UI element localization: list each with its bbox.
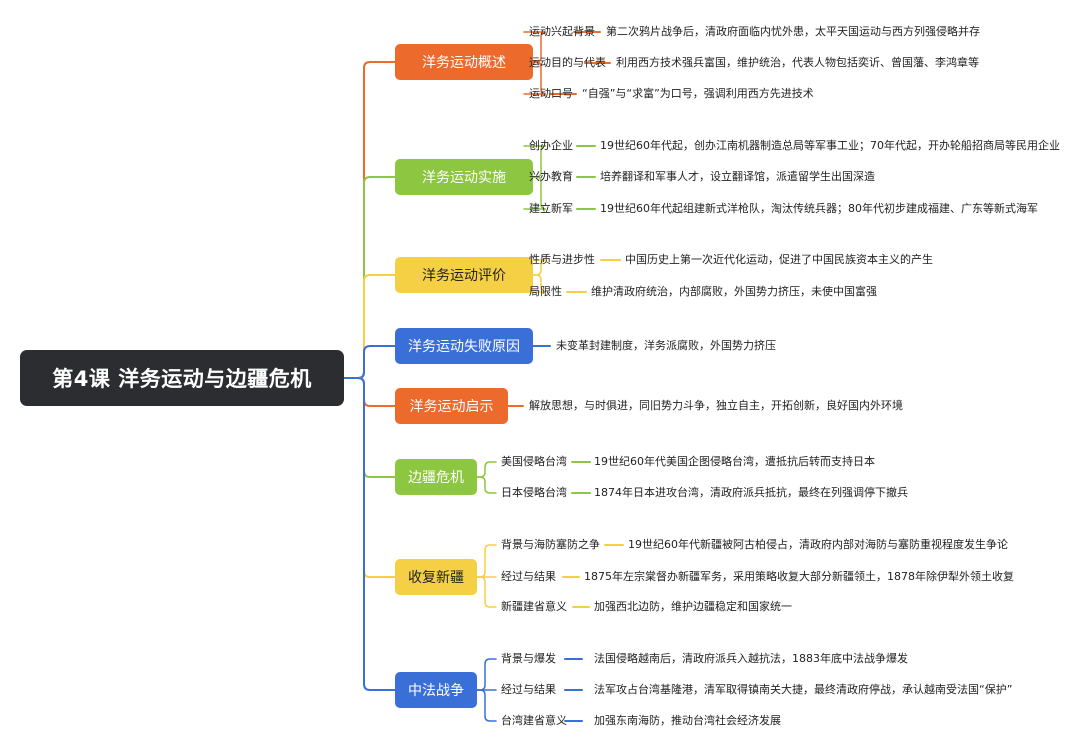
sub-topic-label: 背景与海防塞防之争 <box>501 538 600 551</box>
sub-topic-label: 兴办教育 <box>529 170 573 183</box>
detail-text: 19世纪60年代起，创办江南机器制造总局等军事工业；70年代起，开办轮船招商局等… <box>600 139 1060 152</box>
detail-text: 加强东南海防，推动台湾社会经济发展 <box>594 714 781 727</box>
sub-topic-label: 运动兴起背景 <box>529 25 595 38</box>
detail-text: 19世纪60年代新疆被阿古柏侵占，清政府内部对海防与塞防重视程度发生争论 <box>628 538 1008 551</box>
detail-text: 第二次鸦片战争后，清政府面临内忧外患，太平天国运动与西方列强侵略并存 <box>606 25 980 38</box>
detail-text: 利用西方技术强兵富国，维护统治，代表人物包括奕䜣、曾国藩、李鸿章等 <box>616 56 979 69</box>
branch-node[interactable]: 洋务运动评价 <box>395 257 533 293</box>
root-topic[interactable]: 第4课 洋务运动与边疆危机 <box>20 350 344 406</box>
branch-node[interactable]: 洋务运动启示 <box>395 388 508 424</box>
detail-text: 培养翻译和军事人才，设立翻译馆，派遣留学生出国深造 <box>600 170 875 183</box>
sub-topic-label: 新疆建省意义 <box>501 600 567 613</box>
sub-topic-label: 台湾建省意义 <box>501 714 567 727</box>
child-connector <box>476 658 497 691</box>
child-connector <box>476 544 497 578</box>
detail-text: 1874年日本进攻台湾，清政府派兵抵抗，最终在列强调停下撤兵 <box>594 486 908 499</box>
branch-connector <box>343 377 396 407</box>
detail-text: 1875年左宗棠督办新疆军务，采用策略收复大部分新疆领土，1878年除伊犁外领土… <box>584 570 1014 583</box>
detail-text: “自强”与“求富”为口号，强调利用西方先进技术 <box>582 87 814 100</box>
branch-connector <box>343 377 396 691</box>
detail-text: 解放思想，与时俱进，同旧势力斗争，独立自主，开拓创新，良好国内外环境 <box>529 399 903 412</box>
sub-topic-label: 背景与爆发 <box>501 652 556 665</box>
child-connector <box>476 476 497 494</box>
detail-text: 19世纪60年代美国企图侵略台湾，遭抵抗后转而支持日本 <box>594 455 875 468</box>
sub-topic-label: 日本侵略台湾 <box>501 486 567 499</box>
branch-connector <box>343 377 396 478</box>
detail-text: 法军攻占台湾基隆港，清军取得镇南关大捷，最终清政府停战，承认越南受法国“保护” <box>594 683 1013 696</box>
branch-connector <box>343 176 396 379</box>
branch-node[interactable]: 收复新疆 <box>395 559 477 595</box>
branch-node[interactable]: 洋务运动概述 <box>395 44 533 80</box>
child-connector <box>523 274 547 293</box>
sub-topic-label: 建立新军 <box>529 202 573 215</box>
child-connector <box>523 176 547 210</box>
sub-topic-label: 运动口号 <box>529 87 573 100</box>
child-connector <box>476 461 497 478</box>
branch-node[interactable]: 洋务运动失败原因 <box>395 328 533 364</box>
branch-node[interactable]: 边疆危机 <box>395 459 477 495</box>
child-connector <box>523 61 547 95</box>
detail-text: 维护清政府统治，内部腐败，外国势力挤压，未使中国富强 <box>591 285 877 298</box>
sub-topic-label: 性质与进步性 <box>529 253 595 266</box>
detail-text: 19世纪60年代起组建新式洋枪队，淘汰传统兵器；80年代初步建成福建、广东等新式… <box>600 202 1038 215</box>
detail-text: 中国历史上第一次近代化运动，促进了中国民族资本主义的产生 <box>625 253 933 266</box>
branch-connector <box>343 61 396 379</box>
detail-text: 加强西北边防，维护边疆稳定和国家统一 <box>594 600 792 613</box>
sub-topic-label: 经过与结果 <box>501 570 556 583</box>
sub-topic-label: 经过与结果 <box>501 683 556 696</box>
sub-topic-label: 美国侵略台湾 <box>501 455 567 468</box>
child-connector <box>476 689 497 722</box>
detail-text: 未变革封建制度，洋务派腐败，外国势力挤压 <box>556 339 776 352</box>
sub-topic-label: 创办企业 <box>529 139 573 152</box>
branch-node[interactable]: 洋务运动实施 <box>395 159 533 195</box>
sub-topic-label: 运动目的与代表 <box>529 56 606 69</box>
sub-topic-label: 局限性 <box>529 285 562 298</box>
branch-node[interactable]: 中法战争 <box>395 672 477 708</box>
child-connector <box>476 576 497 608</box>
branch-connector <box>343 274 396 379</box>
branch-connector <box>343 345 396 379</box>
detail-text: 法国侵略越南后，清政府派兵入越抗法，1883年底中法战争爆发 <box>594 652 908 665</box>
